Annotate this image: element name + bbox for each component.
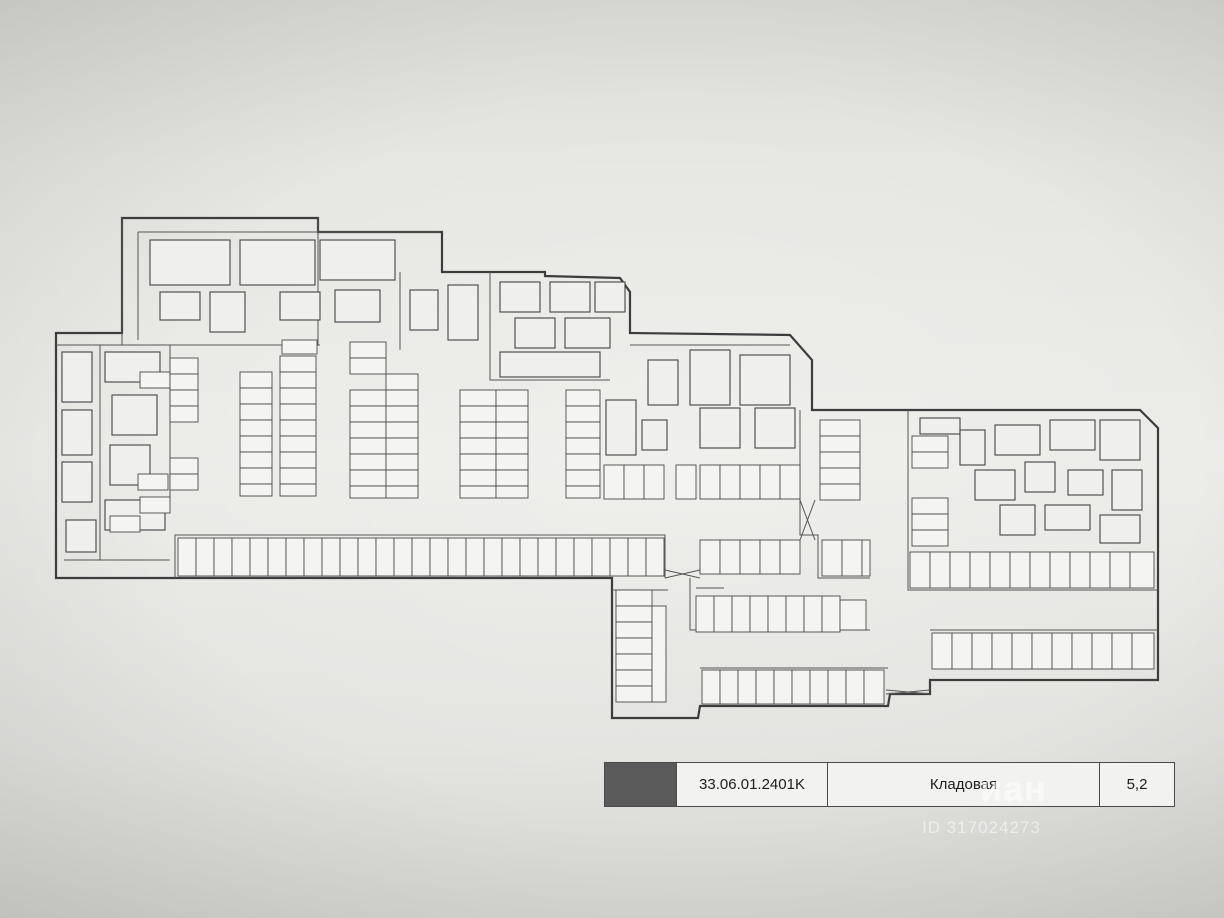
storage-block-a — [109, 357, 199, 533]
building-outline-left — [54, 216, 1160, 720]
storage-row-bottom-left — [177, 537, 665, 577]
storage-block-c — [349, 341, 419, 499]
legend-type: Кладовая — [828, 763, 1100, 806]
legend-color-swatch — [605, 763, 676, 806]
wall-inner-1 — [121, 218, 440, 345]
storage-block-d — [459, 389, 529, 499]
rooms-right-wing — [911, 417, 1143, 547]
storage-block-e — [565, 389, 601, 499]
storage-block-b — [239, 339, 318, 497]
legend-swatch-cell — [605, 763, 677, 806]
rooms-upper-left — [149, 239, 796, 456]
legend-table: 33.06.01.2401K Кладовая 5,2 — [604, 762, 1175, 807]
wall-inner-2 — [56, 344, 320, 561]
storage-row-right — [909, 551, 1155, 670]
storage-lower-wing — [615, 589, 885, 705]
wall-inner-5 — [700, 410, 1158, 669]
storage-row-center — [603, 419, 871, 577]
legend-area: 5,2 — [1126, 776, 1148, 793]
ramp-lines — [664, 499, 931, 695]
legend-code: 33.06.01.2401K — [677, 763, 828, 806]
rooms-left-column — [61, 351, 166, 553]
wall-inner-6 — [399, 272, 790, 381]
